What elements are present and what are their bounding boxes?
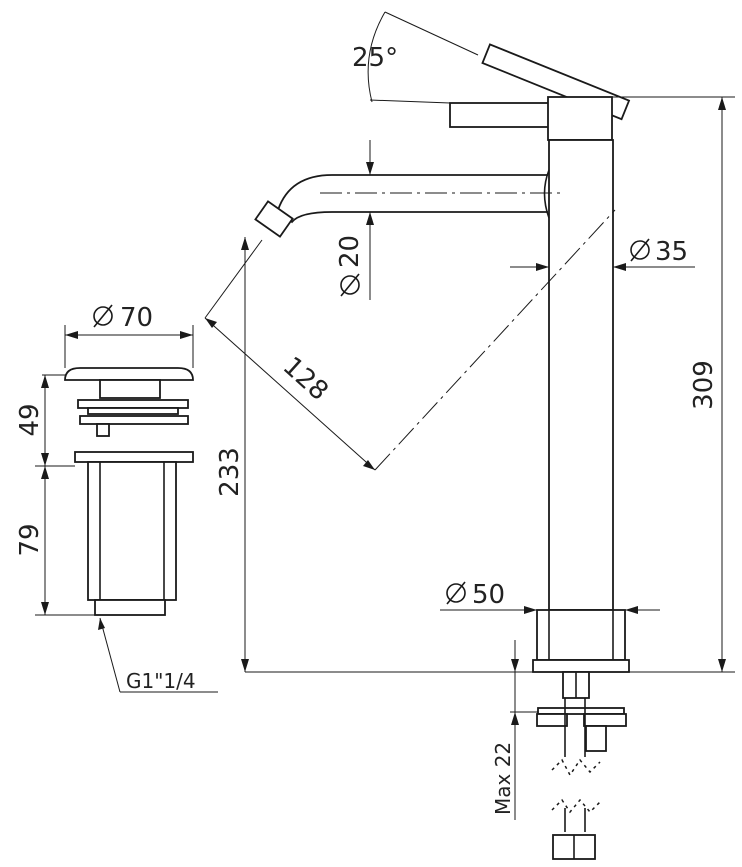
base-collar xyxy=(536,609,626,661)
dimensions-mixer: 25° 309 233 128 20 35 xyxy=(204,11,735,820)
thread-label: G1"1/4 xyxy=(126,669,196,693)
spout-diameter-label: 20 xyxy=(335,235,365,268)
lever-horizontal xyxy=(449,102,551,128)
diameter-icon xyxy=(340,273,360,297)
dimensions-waste: 70 49 79 G1"1/4 xyxy=(15,303,218,693)
base-plate xyxy=(532,659,630,673)
body-diameter-label: 35 xyxy=(655,237,688,267)
cartridge-cap xyxy=(547,96,613,141)
washer xyxy=(537,707,625,715)
break-line xyxy=(551,758,601,777)
diameter-icon xyxy=(446,581,466,605)
waste-lower-label: 79 xyxy=(15,523,45,556)
waste-upper-label: 49 xyxy=(15,403,45,436)
max-deck-label: Max 22 xyxy=(491,742,515,815)
spout-nozzle xyxy=(254,200,294,238)
diameter-icon xyxy=(93,304,113,328)
spout-reach-label: 128 xyxy=(277,351,334,407)
mixer-body xyxy=(254,43,631,860)
spout-height-label: 233 xyxy=(215,447,245,497)
column xyxy=(548,139,614,611)
waste-diameter-label: 70 xyxy=(120,303,153,333)
waste-cap xyxy=(64,367,194,381)
total-height-label: 309 xyxy=(689,360,719,410)
waste xyxy=(64,367,194,616)
angle-label: 25° xyxy=(352,43,398,73)
base-diameter-label: 50 xyxy=(472,580,505,610)
spout xyxy=(276,174,548,224)
waste-body xyxy=(87,461,177,601)
diameter-icon xyxy=(630,238,650,262)
